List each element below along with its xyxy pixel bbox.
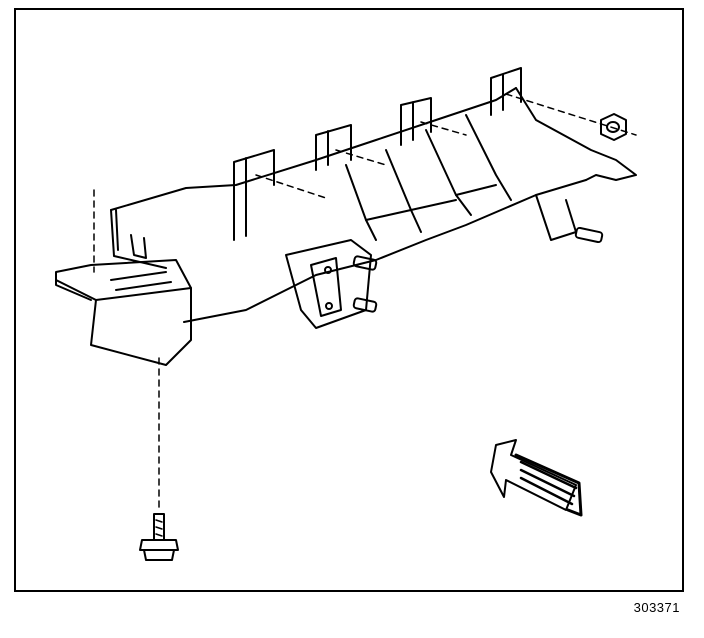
bolt-head [143, 549, 175, 561]
bolt-flange [139, 539, 179, 551]
crossmember-top-edge [110, 87, 517, 211]
figure-id-label: 303371 [633, 600, 680, 615]
align-line-3 [420, 121, 467, 136]
flange-4 [490, 67, 522, 116]
nut-hex [600, 113, 627, 141]
crossmember-left-end [110, 209, 167, 269]
alignment-lines [93, 93, 637, 511]
engine-crossmember-illustration [55, 67, 637, 561]
arrow-hatch [519, 460, 578, 506]
left-box-post [115, 209, 147, 259]
stud-icon [352, 226, 604, 313]
align-line-2 [335, 149, 387, 166]
left-box-lip [55, 279, 92, 301]
diagram-frame [14, 8, 684, 592]
flange-3 [400, 97, 432, 146]
nut-icon [600, 113, 627, 141]
nut-hole [606, 121, 620, 133]
right-bracket [535, 194, 577, 241]
align-line-1 [255, 174, 327, 199]
crossmember-rib-bases [365, 184, 497, 221]
crossmember-right-end [515, 87, 637, 181]
flange-1 [233, 149, 275, 241]
stud-right [574, 226, 604, 244]
mount-hole-upper [324, 266, 332, 274]
flange-2 [315, 124, 352, 171]
front-direction-arrow-icon [490, 439, 583, 517]
bolt-icon [139, 513, 179, 561]
stud-lower [352, 297, 378, 313]
crossmember [110, 67, 637, 323]
arrow-shadow [514, 453, 583, 517]
left-box-ribs [110, 271, 172, 291]
crossmember-ribs [345, 114, 512, 241]
left-box-front [90, 287, 192, 366]
left-box [55, 209, 192, 366]
align-line-4 [505, 93, 637, 136]
bolt-thread [155, 519, 163, 537]
stud-upper [352, 255, 378, 271]
mount-hole-lower [325, 302, 333, 310]
crossmember-bottom-edge [183, 179, 587, 323]
mount-bracket-inner [310, 257, 342, 317]
